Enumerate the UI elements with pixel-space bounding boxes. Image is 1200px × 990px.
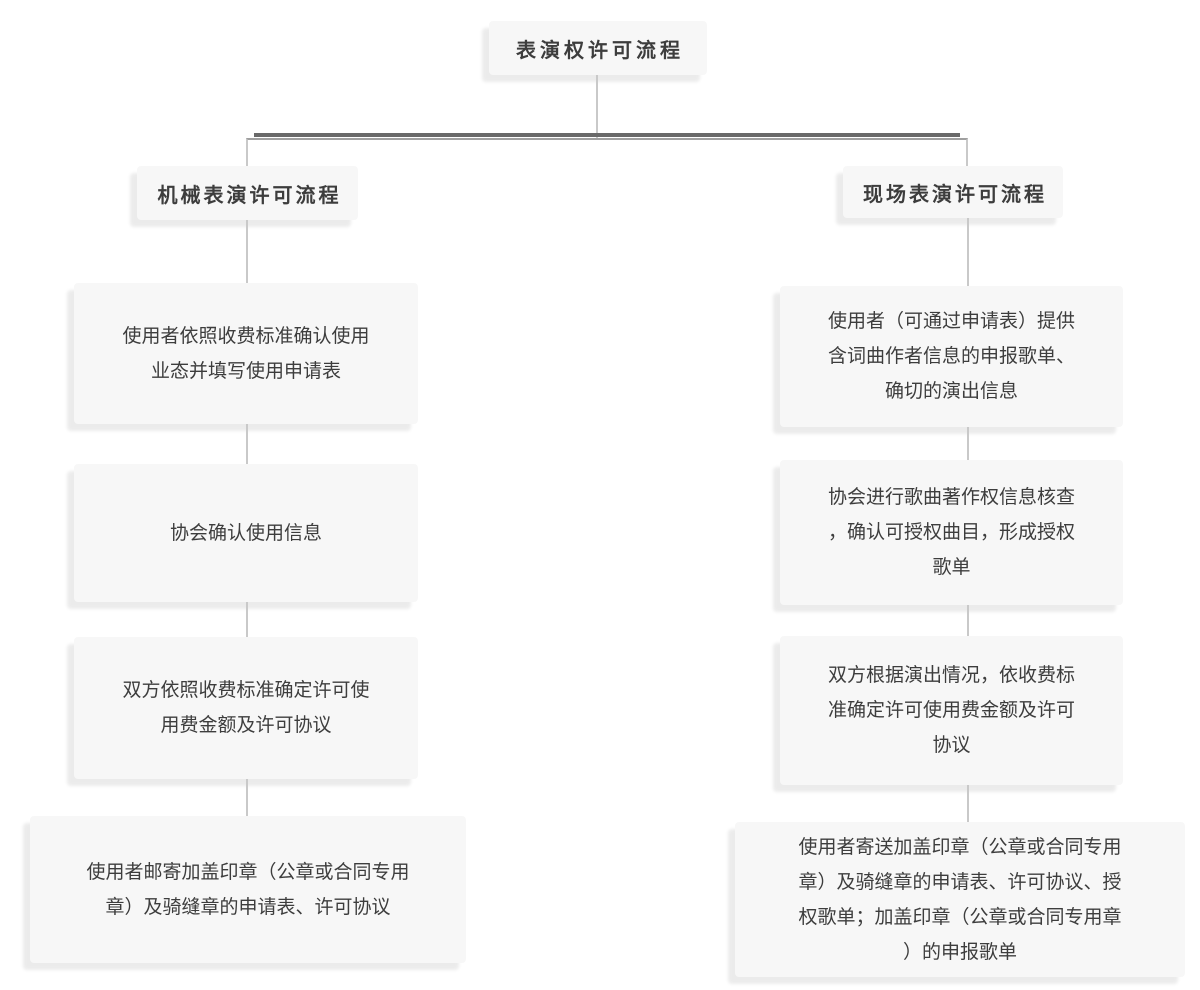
connector-branch-elbow: [246, 138, 968, 166]
step-node-mechanical-4: 使用者邮寄加盖印章（公章或合同专用 章）及骑缝章的申请表、许可协议: [30, 816, 466, 963]
branch-node-mechanical-title: 机械表演许可流程: [137, 166, 358, 220]
connector-live-1: [967, 427, 969, 460]
connector-mechanical-1: [246, 424, 248, 464]
step-node-live-2: 协会进行歌曲著作权信息核查 ，确认可授权曲目，形成授权 歌单: [780, 460, 1123, 605]
connector-live-3: [967, 785, 969, 822]
branch-node-live-title: 现场表演许可流程: [843, 166, 1063, 218]
step-node-mechanical-3: 双方依照收费标准确定许可使 用费金额及许可协议: [74, 637, 418, 779]
connector-trunk-bar: [254, 133, 960, 137]
connector-live-0: [967, 218, 969, 286]
step-node-live-3: 双方根据演出情况，依收费标 准确定许可使用费金额及许可 协议: [780, 636, 1123, 785]
connector-live-2: [967, 605, 969, 636]
connector-mechanical-3: [246, 779, 248, 816]
step-node-mechanical-2: 协会确认使用信息: [74, 464, 418, 602]
step-node-mechanical-1: 使用者依照收费标准确认使用 业态并填写使用申请表: [74, 283, 418, 424]
connector-mechanical-2: [246, 602, 248, 637]
connector-mechanical-0: [246, 220, 248, 283]
step-node-live-1: 使用者（可通过申请表）提供 含词曲作者信息的申报歌单、 确切的演出信息: [780, 286, 1123, 427]
step-node-live-4: 使用者寄送加盖印章（公章或合同专用 章）及骑缝章的申请表、许可协议、授 权歌单；…: [735, 822, 1185, 977]
root-node-title: 表演权许可流程: [489, 21, 707, 75]
connector-title-to-trunk: [596, 75, 598, 138]
